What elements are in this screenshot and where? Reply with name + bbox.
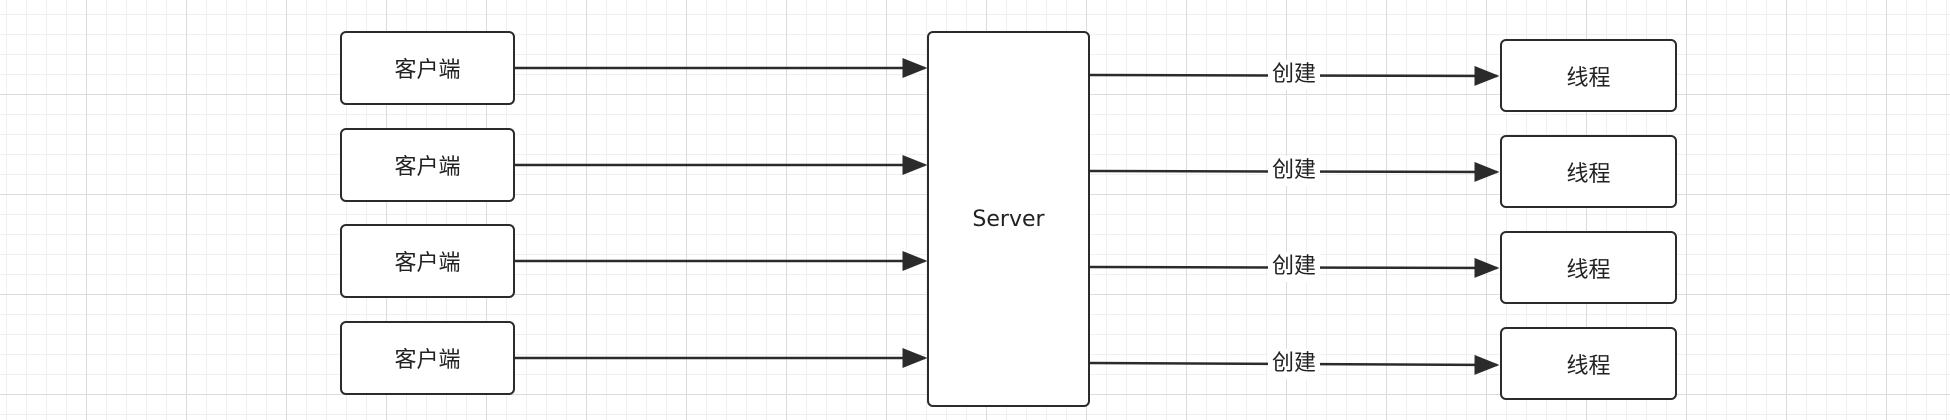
- thread-arrows: [1089, 65, 1500, 375]
- edge-label-create: 创建: [1267, 60, 1321, 90]
- client-arrows: [515, 58, 928, 368]
- thread-node-label: 线程: [1566, 65, 1611, 91]
- client-node-label: 客户端: [394, 155, 461, 180]
- client-node[interactable]: 客户端: [340, 321, 515, 395]
- client-node-label: 客户端: [394, 251, 461, 276]
- server-node[interactable]: Server: [927, 31, 1090, 407]
- client-node-label: 客户端: [394, 348, 461, 373]
- edge-label-create: 创建: [1267, 349, 1321, 379]
- thread-node[interactable]: 线程: [1500, 135, 1677, 208]
- server-node-label: Server: [972, 206, 1045, 232]
- client-node-label: 客户端: [394, 58, 461, 83]
- edge-label-create: 创建: [1267, 156, 1321, 186]
- thread-node[interactable]: 线程: [1500, 39, 1677, 112]
- client-node[interactable]: 客户端: [340, 31, 515, 105]
- thread-node-label: 线程: [1566, 353, 1611, 379]
- thread-node-label: 线程: [1566, 161, 1611, 187]
- client-node[interactable]: 客户端: [340, 128, 515, 202]
- thread-node[interactable]: 线程: [1500, 327, 1677, 400]
- edge-label-create: 创建: [1267, 252, 1321, 282]
- thread-node[interactable]: 线程: [1500, 231, 1677, 304]
- thread-node-label: 线程: [1566, 257, 1611, 283]
- client-node[interactable]: 客户端: [340, 224, 515, 298]
